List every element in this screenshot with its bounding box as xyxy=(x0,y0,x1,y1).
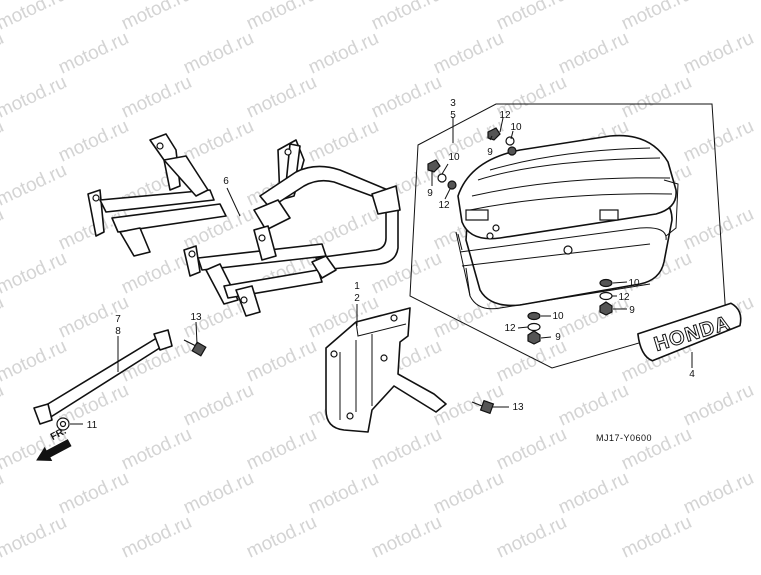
watermark-text: motod.ru xyxy=(0,0,70,35)
fasteners-top[interactable] xyxy=(427,127,517,190)
watermark-text: motod.ru xyxy=(243,0,320,35)
watermark-text: motod.ru xyxy=(0,292,7,343)
watermark-text: motod.ru xyxy=(180,116,257,167)
watermark-text: motod.ru xyxy=(680,468,757,519)
watermark-text: motod.ru xyxy=(493,424,570,475)
watermark-text: motod.ru xyxy=(243,512,320,563)
watermark-text: motod.ru xyxy=(0,248,70,299)
callout-12: 12 xyxy=(618,292,630,303)
watermark-text: motod.ru xyxy=(243,72,320,123)
callout-6: 6 xyxy=(223,176,229,187)
bolt-13-left[interactable] xyxy=(183,339,207,357)
latch-right xyxy=(599,209,619,221)
callout-3: 3 xyxy=(450,98,456,109)
callout-5: 5 xyxy=(450,110,456,121)
watermark-text: motod.ru xyxy=(305,28,382,79)
callout-10: 10 xyxy=(552,311,564,322)
watermark-text: motod.ru xyxy=(55,28,132,79)
watermark-text: motod.ru xyxy=(0,468,7,519)
callout-13: 13 xyxy=(190,312,202,323)
callout-1: 1 xyxy=(354,281,360,292)
watermark-text: motod.ru xyxy=(180,468,257,519)
fasteners-bottom[interactable] xyxy=(527,311,541,345)
diagram-code: MJ17-Y0600 xyxy=(596,433,652,443)
watermark-text: motod.ru xyxy=(243,336,320,387)
watermark-text: motod.ru xyxy=(680,380,757,431)
watermark-text: motod.ru xyxy=(118,424,195,475)
watermark-text: motod.ru xyxy=(0,28,7,79)
bolt-13-right[interactable] xyxy=(471,399,495,415)
callout-4: 4 xyxy=(689,369,695,380)
watermark-text: motod.ru xyxy=(680,28,757,79)
watermark-text: motod.ru xyxy=(555,380,632,431)
watermark-text: motod.ru xyxy=(618,512,695,563)
callout-10: 10 xyxy=(628,278,640,289)
watermark-text: motod.ru xyxy=(555,28,632,79)
watermark-text: motod.ru xyxy=(368,512,445,563)
watermark-text: motod.ru xyxy=(368,0,445,35)
watermark-text: motod.ru xyxy=(0,380,7,431)
watermark-text: motod.ru xyxy=(0,204,7,255)
watermark-text: motod.ru xyxy=(618,72,695,123)
callout-10: 10 xyxy=(510,122,522,133)
watermark-text: motod.ru xyxy=(118,248,195,299)
callout-11: 11 xyxy=(87,420,98,431)
support-strap[interactable] xyxy=(33,329,173,425)
watermark-text: motod.ru xyxy=(180,380,257,431)
watermark-text: motod.ru xyxy=(493,512,570,563)
callout-12: 12 xyxy=(438,200,450,211)
callout-9: 9 xyxy=(555,332,561,343)
watermark-text: motod.ru xyxy=(618,0,695,35)
watermark-text: motod.ru xyxy=(243,424,320,475)
callout-7: 7 xyxy=(115,314,121,325)
watermark-text: motod.ru xyxy=(55,468,132,519)
watermark-text: motod.ru xyxy=(555,468,632,519)
callout-9: 9 xyxy=(487,147,493,158)
leader-lines xyxy=(70,117,693,425)
callout-2: 2 xyxy=(354,293,360,304)
watermark-text: motod.ru xyxy=(0,160,70,211)
watermark-text: motod.ru xyxy=(305,468,382,519)
watermark-text: motod.ru xyxy=(118,72,195,123)
watermark-text: motod.ru xyxy=(493,0,570,35)
callout-10: 10 xyxy=(448,152,460,163)
callout-13: 13 xyxy=(512,402,524,413)
watermark-text: motod.ru xyxy=(305,116,382,167)
watermark-text: motod.ru xyxy=(0,512,70,563)
watermark-text: motod.ru xyxy=(0,116,7,167)
watermark-text: motod.ru xyxy=(118,512,195,563)
watermark-text: motod.ru xyxy=(118,0,195,35)
callout-9: 9 xyxy=(629,305,635,316)
callouts: 3 5 12 10 9 10 9 12 10 12 9 10 12 9 6 1 … xyxy=(87,98,695,431)
callout-12: 12 xyxy=(499,110,511,121)
bag-screw xyxy=(563,245,573,255)
saddlebag[interactable] xyxy=(455,134,679,310)
watermark-text: motod.ru xyxy=(368,72,445,123)
watermark-text: motod.ru xyxy=(180,28,257,79)
lower-bracket[interactable] xyxy=(325,307,447,433)
watermark-text: motod.ru xyxy=(0,336,70,387)
latch-left xyxy=(465,209,489,221)
watermark-text: motod.ru xyxy=(0,72,70,123)
saddlebag-stay-frame[interactable] xyxy=(87,133,401,317)
callout-12: 12 xyxy=(504,323,516,334)
callout-8: 8 xyxy=(115,326,121,337)
watermark-text: motod.ru xyxy=(430,28,507,79)
fasteners-right[interactable] xyxy=(599,278,613,316)
watermark-text: motod.ru xyxy=(368,424,445,475)
watermark-text: motod.ru xyxy=(430,468,507,519)
watermark-text: motod.ru xyxy=(680,116,757,167)
watermark-text: motod.ru xyxy=(55,116,132,167)
callout-9: 9 xyxy=(427,188,433,199)
watermark-text: motod.ru xyxy=(618,424,695,475)
